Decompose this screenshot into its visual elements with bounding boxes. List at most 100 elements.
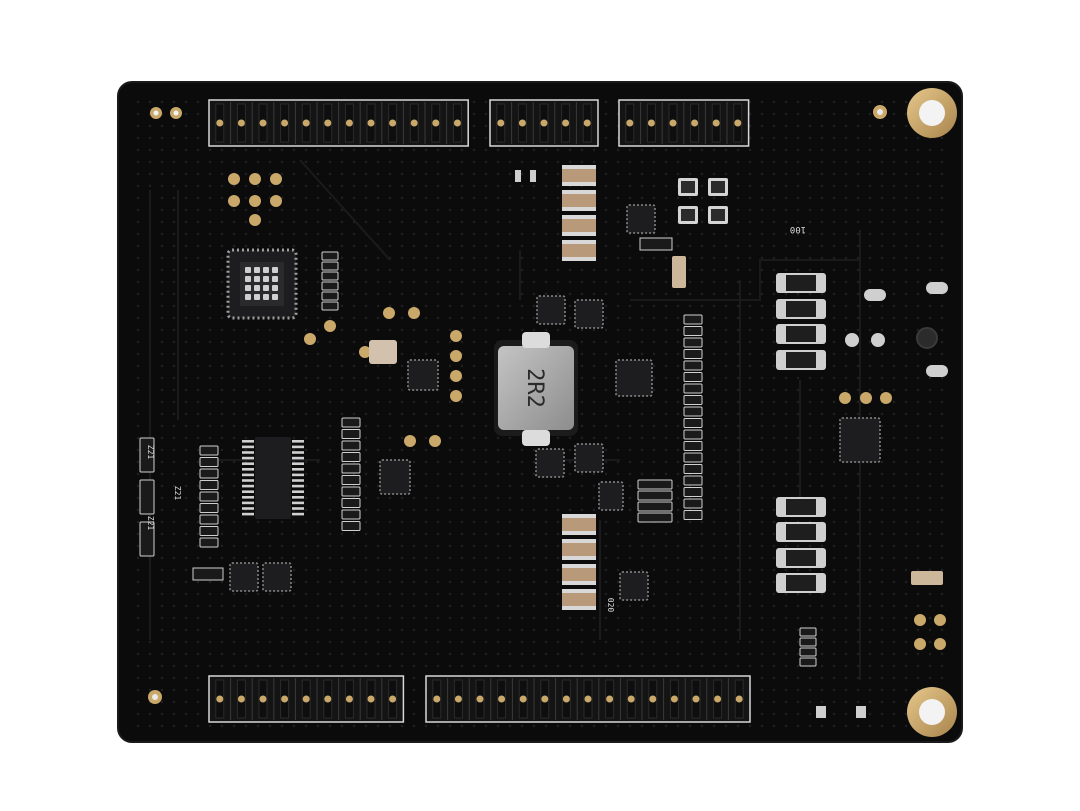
- gold-pad: [934, 638, 946, 650]
- pin: [432, 119, 440, 127]
- gold-pad: [249, 173, 261, 185]
- smd-resistor: [321, 261, 339, 271]
- smd-resistor: [199, 491, 219, 502]
- ssop-pin: [292, 479, 304, 482]
- mounting-hole-top-right: [907, 88, 957, 138]
- diode: [776, 497, 826, 517]
- silkscreen-100: 100: [790, 224, 806, 234]
- pin: [216, 119, 224, 127]
- gold-pad: [383, 307, 395, 319]
- gold-pad: [914, 614, 926, 626]
- gold-pad: [408, 307, 420, 319]
- pin: [237, 119, 245, 127]
- ssop-pin: [242, 462, 254, 465]
- ssop-pin: [292, 507, 304, 510]
- gold-pad: [404, 435, 416, 447]
- ic-package: [615, 359, 653, 397]
- diode: [776, 548, 826, 568]
- pin: [714, 695, 722, 703]
- ceramic-capacitor: [562, 165, 596, 186]
- gold-pad: [228, 173, 240, 185]
- bga-pad: [263, 294, 269, 300]
- smd-resistor: [199, 537, 219, 548]
- bga-pad: [254, 285, 260, 291]
- smd-resistor: [199, 503, 219, 513]
- bga-pad: [245, 285, 251, 291]
- smd-resistor: [683, 326, 703, 336]
- small-ics: [229, 204, 881, 601]
- bga-pad: [245, 267, 251, 273]
- ic-package: [619, 571, 649, 601]
- smd-resistor: [341, 475, 361, 485]
- pin: [670, 695, 678, 703]
- smd-resistor: [799, 627, 817, 637]
- ssop-pin: [292, 473, 304, 477]
- smd-resistor: [683, 360, 703, 371]
- smd-pad: [678, 206, 698, 224]
- ic-package: [229, 562, 259, 592]
- smd-resistor: [199, 445, 219, 456]
- smd-resistor: [683, 372, 703, 382]
- ssop-pin: [242, 473, 254, 477]
- diode: [776, 324, 826, 344]
- pin: [541, 695, 549, 703]
- smd-resistor: [341, 521, 361, 531]
- gold-test-pads: [228, 173, 946, 650]
- ic-package: [379, 459, 411, 495]
- ic-package: [536, 295, 566, 325]
- inductor-marking: 2R2: [522, 368, 547, 408]
- ssop-pin: [292, 462, 304, 465]
- diode: [776, 273, 826, 293]
- smd-resistor: [139, 521, 155, 557]
- ic-package: [598, 481, 624, 511]
- smd-resistor: [321, 271, 339, 281]
- gold-pad: [450, 330, 462, 342]
- pin-header-2: [489, 99, 599, 147]
- pin: [540, 119, 548, 127]
- diode: [776, 350, 826, 370]
- gold-pad: [934, 614, 946, 626]
- pin: [519, 695, 527, 703]
- smd-resistor: [683, 464, 703, 474]
- smd-resistor: [199, 526, 219, 536]
- ceramic-capacitor: [562, 539, 596, 560]
- ic-package: [839, 417, 881, 463]
- pin: [302, 695, 310, 703]
- gold-pad: [839, 392, 851, 404]
- smd-resistor: [321, 251, 339, 261]
- pin: [562, 119, 570, 127]
- pin: [453, 119, 461, 127]
- silkscreen-z21-3: Z21: [146, 516, 155, 531]
- pin: [259, 119, 267, 127]
- bga-pad: [245, 294, 251, 300]
- ic-package: [262, 562, 292, 592]
- pin: [583, 119, 591, 127]
- ssop-pin: [242, 490, 254, 493]
- smd-resistor: [683, 349, 703, 359]
- power-inductor: 2R2: [494, 332, 578, 446]
- pin: [626, 119, 634, 127]
- smd-resistor: [341, 463, 361, 474]
- pin-header-5: [425, 675, 751, 723]
- ceramic-capacitor: [562, 589, 596, 610]
- smd-resistor: [341, 498, 361, 508]
- bga-pad: [272, 267, 278, 273]
- pin: [410, 119, 418, 127]
- smd-resistor: [799, 637, 817, 647]
- smd-resistor: [321, 281, 339, 291]
- smd-resistor: [683, 314, 703, 325]
- smd-pad: [708, 206, 728, 224]
- gold-pad: [450, 370, 462, 382]
- pin: [433, 695, 441, 703]
- ceramic-capacitor: [369, 340, 397, 364]
- pin: [259, 695, 267, 703]
- ssop-pin: [292, 512, 304, 516]
- silver-pads-right: [845, 282, 948, 377]
- bga-pad: [263, 285, 269, 291]
- smd-resistor: [799, 657, 817, 667]
- smd-resistor: [321, 291, 339, 301]
- ssop-pin: [242, 512, 254, 516]
- smd-resistor: [683, 406, 703, 417]
- diode: [776, 522, 826, 542]
